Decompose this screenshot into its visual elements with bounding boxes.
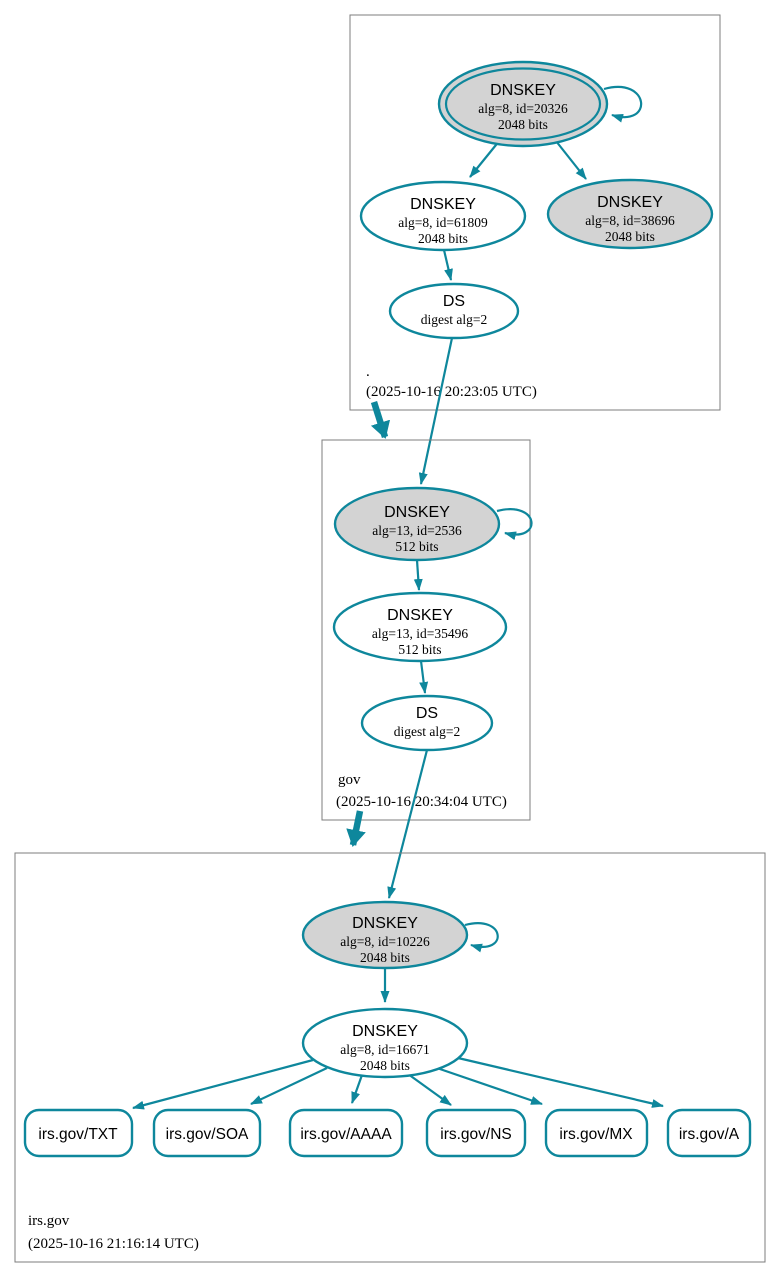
root-zsk-size: 2048 bits (418, 231, 468, 246)
node-root-key2[interactable]: DNSKEY alg=8, id=38696 2048 bits (546, 178, 714, 250)
root-key2-title: DNSKEY (597, 194, 663, 211)
rrset-mx-box[interactable] (544, 1108, 649, 1158)
node-rrset-a[interactable]: irs.gov/A (666, 1108, 752, 1158)
rrset-a-box[interactable] (666, 1108, 752, 1158)
edge-delegation-root-to-gov (370, 401, 391, 439)
gov-ksk-ellipse[interactable] (333, 486, 501, 562)
rrset-soa-box[interactable] (152, 1108, 262, 1158)
node-rrset-mx[interactable]: irs.gov/MX (544, 1108, 649, 1158)
irs-ksk-title: DNSKEY (352, 915, 418, 932)
edge-delegation-gov-to-irs (346, 810, 366, 847)
node-rrset-soa[interactable]: irs.gov/SOA (152, 1108, 262, 1158)
rrset-aaaa-label: irs.gov/AAAA (300, 1126, 392, 1143)
gov-ds-title: DS (416, 705, 438, 722)
root-ksk-detail: alg=8, id=20326 (478, 101, 568, 116)
rrset-a-label: irs.gov/A (679, 1126, 740, 1143)
root-key2-ellipse[interactable] (546, 178, 714, 250)
gov-zsk-detail: alg=13, id=35496 (372, 626, 468, 641)
rrset-ns-box[interactable] (425, 1108, 527, 1158)
rrset-mx-label: irs.gov/MX (559, 1126, 633, 1143)
irs-ksk-size: 2048 bits (360, 950, 410, 965)
root-zsk-detail: alg=8, id=61809 (398, 215, 488, 230)
edge-root-zsk-to-ds (442, 249, 453, 281)
node-root-ds[interactable]: DS digest alg=2 (388, 282, 520, 340)
gov-zsk-title: DNSKEY (387, 607, 453, 624)
root-ksk-size: 2048 bits (498, 117, 548, 132)
root-zsk-title: DNSKEY (410, 196, 476, 213)
root-ds-detail: digest alg=2 (421, 312, 487, 327)
node-rrset-aaaa[interactable]: irs.gov/AAAA (288, 1108, 404, 1158)
irs-ksk-ellipse[interactable] (301, 900, 469, 970)
zone-box-irs (14, 852, 766, 1263)
zone-box-gov (321, 439, 531, 821)
node-root-zsk[interactable]: DNSKEY alg=8, id=61809 2048 bits (359, 180, 527, 252)
zone-timestamp-gov: (2025-10-16 20:34:04 UTC) (336, 794, 507, 810)
irs-zsk-title: DNSKEY (352, 1023, 418, 1040)
zone-label-gov: gov (338, 772, 361, 788)
rrset-txt-box[interactable] (23, 1108, 134, 1158)
edge-root-ksk-to-zsk (469, 139, 501, 178)
rrset-ns-label: irs.gov/NS (440, 1126, 512, 1143)
edge-irs-zsk-to-aaaa (350, 1074, 364, 1104)
gov-zsk-ellipse[interactable] (332, 591, 508, 663)
irs-ksk-detail: alg=8, id=10226 (340, 934, 430, 949)
node-rrset-ns[interactable]: irs.gov/NS (425, 1108, 527, 1158)
edge-irs-zsk-to-mx (433, 1065, 543, 1106)
root-ksk-inner-ring (444, 67, 602, 141)
gov-ksk-size: 512 bits (395, 539, 438, 554)
node-gov-ds[interactable]: DS digest alg=2 (360, 694, 494, 752)
zone-label-irs: irs.gov (28, 1213, 70, 1229)
irs-zsk-detail: alg=8, id=16671 (340, 1042, 429, 1057)
edge-irs-zsk-to-a (457, 1056, 664, 1108)
rrset-txt-label: irs.gov/TXT (38, 1126, 118, 1143)
rrset-soa-label: irs.gov/SOA (166, 1126, 249, 1143)
root-ds-title: DS (443, 293, 465, 310)
root-zsk-ellipse[interactable] (359, 180, 527, 252)
zone-timestamp-irs: (2025-10-16 21:16:14 UTC) (28, 1236, 199, 1252)
edge-irs-zsk-to-soa (250, 1067, 328, 1105)
edge-gov-ds-to-irs-ksk (387, 749, 429, 899)
node-gov-zsk[interactable]: DNSKEY alg=13, id=35496 512 bits (332, 591, 508, 663)
root-key2-size: 2048 bits (605, 229, 655, 244)
gov-ksk-detail: alg=13, id=2536 (372, 523, 462, 538)
edge-root-ds-to-gov-ksk (418, 337, 454, 485)
root-ksk-title: DNSKEY (490, 82, 556, 99)
gov-ksk-title: DNSKEY (384, 504, 450, 521)
node-root-ksk[interactable]: DNSKEY alg=8, id=20326 2048 bits (437, 60, 609, 148)
rrset-aaaa-box[interactable] (288, 1108, 404, 1158)
edge-irs-zsk-to-txt (132, 1058, 314, 1110)
gov-zsk-size: 512 bits (398, 642, 441, 657)
gov-ds-detail: digest alg=2 (394, 724, 460, 739)
irs-zsk-ellipse[interactable] (301, 1007, 469, 1079)
root-ds-ellipse[interactable] (388, 282, 520, 340)
root-key2-detail: alg=8, id=38696 (585, 213, 675, 228)
edge-irs-zsk-to-ns (407, 1073, 452, 1106)
edge-irs-ksk-self-sign (464, 922, 499, 953)
zone-timestamp-root: (2025-10-16 20:23:05 UTC) (366, 384, 537, 400)
edge-gov-zsk-to-ds (419, 660, 429, 694)
node-irs-ksk[interactable]: DNSKEY alg=8, id=10226 2048 bits (301, 900, 469, 970)
edge-gov-ksk-to-zsk (413, 559, 423, 591)
node-irs-zsk[interactable]: DNSKEY alg=8, id=16671 2048 bits (301, 1007, 469, 1079)
zone-label-root: . (366, 364, 370, 380)
edge-root-ksk-self-sign (603, 85, 643, 123)
edge-gov-ksk-self-sign (496, 508, 533, 541)
root-ksk-ellipse[interactable] (437, 60, 609, 148)
zone-box-root (349, 14, 721, 411)
node-rrset-txt[interactable]: irs.gov/TXT (23, 1108, 134, 1158)
irs-zsk-size: 2048 bits (360, 1058, 410, 1073)
node-gov-ksk[interactable]: DNSKEY alg=13, id=2536 512 bits (333, 486, 501, 562)
